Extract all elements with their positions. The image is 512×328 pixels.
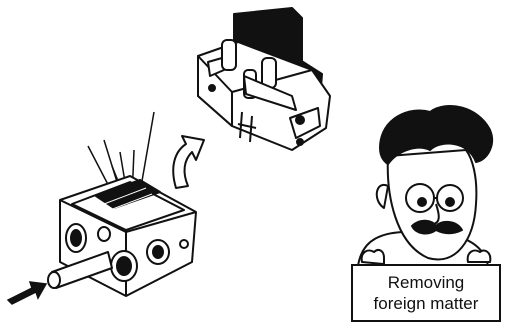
cartoon-technician-icon xyxy=(357,105,494,267)
caption-line-1: Removing xyxy=(387,273,465,292)
push-arrow-icon xyxy=(6,281,48,305)
valve-assembly-icon xyxy=(197,7,331,151)
curved-arrow-icon xyxy=(172,135,205,189)
caption-sign: Removing foreign matter xyxy=(351,264,501,322)
air-blower-nozzle-icon xyxy=(47,251,113,289)
caption-line-2: foreign matter xyxy=(373,294,479,313)
